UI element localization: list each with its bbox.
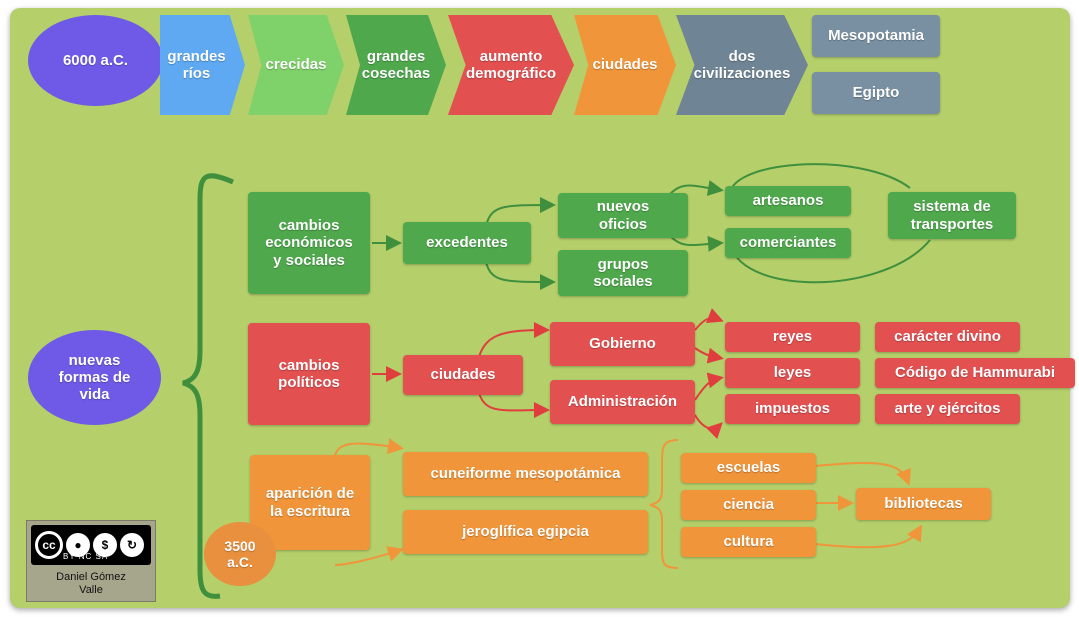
outcome-egipto: Egipto <box>812 72 940 114</box>
pol-divine: carácter divino <box>875 322 1020 352</box>
pol-title: cambios políticos <box>248 323 370 425</box>
outcome-mesopotamia: Mesopotamia <box>812 15 940 57</box>
econ-new-trades: nuevos oficios <box>558 193 688 238</box>
pol-art-army: arte y ejércitos <box>875 394 1020 424</box>
nc-icon: $ <box>93 533 117 557</box>
by-icon: ● <box>66 533 90 557</box>
writing-cuneiform: cuneiforme mesopotámica <box>403 452 648 496</box>
econ-artisans: artesanos <box>725 186 851 216</box>
timeline-start: 6000 a.C. <box>28 15 163 106</box>
step-aumento-demografico: aumento demográfico <box>448 15 574 115</box>
root-nuevas-formas-de-vida: nuevas formas de vida <box>28 330 161 425</box>
writing-date: 3500 a.C. <box>204 522 276 586</box>
writing-libraries: bibliotecas <box>856 488 991 520</box>
pol-laws: leyes <box>725 358 860 388</box>
pol-cities: ciudades <box>403 355 523 395</box>
pol-administration: Administración <box>550 380 695 424</box>
license-author: Daniel Gómez Valle <box>56 571 126 597</box>
step-ciudades: ciudades <box>574 15 676 115</box>
writing-title: aparición de la escritura <box>250 455 370 550</box>
pol-taxes: impuestos <box>725 394 860 424</box>
pol-code: Código de Hammurabi <box>875 358 1075 388</box>
pol-government: Gobierno <box>550 322 695 366</box>
step-grandes-rios: grandes ríos <box>160 15 245 115</box>
license-terms: BY NC SA <box>63 552 109 561</box>
writing-science: ciencia <box>681 490 816 520</box>
econ-social-groups: grupos sociales <box>558 250 688 296</box>
writing-culture: cultura <box>681 527 816 557</box>
step-grandes-cosechas: grandes cosechas <box>346 15 446 115</box>
writing-schools: escuelas <box>681 453 816 483</box>
econ-surplus: excedentes <box>403 222 531 264</box>
writing-hieroglyphic: jeroglífica egipcia <box>403 510 648 554</box>
step-crecidas: crecidas <box>248 15 344 115</box>
econ-title: cambios económicos y sociales <box>248 192 370 294</box>
sa-icon: ↻ <box>120 533 144 557</box>
econ-transport: sistema de transportes <box>888 192 1016 239</box>
step-dos-civilizaciones: dos civilizaciones <box>676 15 808 115</box>
cc-icon: cc <box>35 531 63 559</box>
license-badge: cc ● $ ↻ BY NC SA Daniel Gómez Valle <box>26 520 156 602</box>
econ-merchants: comerciantes <box>725 228 851 258</box>
cc-logo: cc ● $ ↻ <box>31 525 151 565</box>
pol-kings: reyes <box>725 322 860 352</box>
